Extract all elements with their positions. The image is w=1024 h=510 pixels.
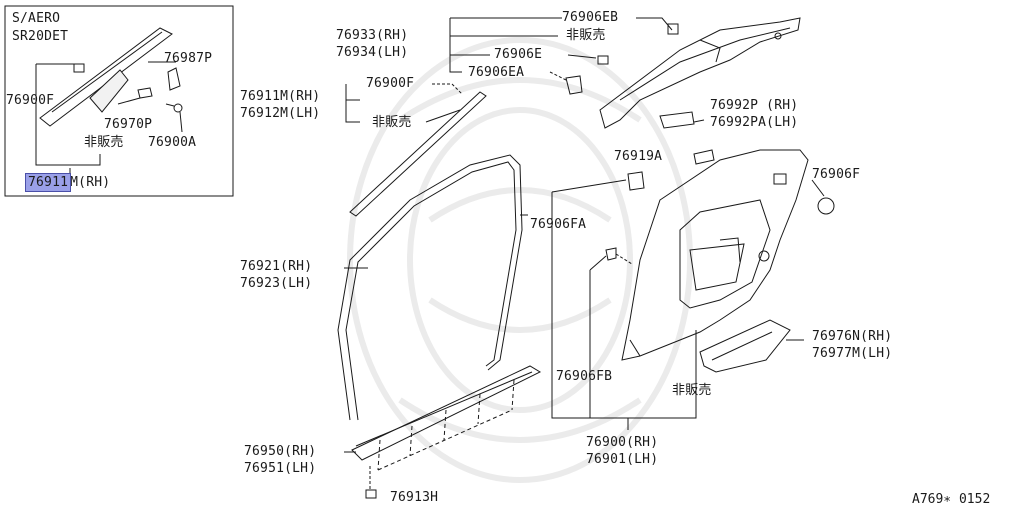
label-76911M[interactable]: 76911M(RH)	[240, 89, 321, 104]
label-76992PA[interactable]: 76992PA(LH)	[710, 115, 799, 130]
pillar-strip-76911M	[349, 91, 487, 217]
not-sold-bottom: 非販売	[672, 383, 712, 398]
label-76950[interactable]: 76950(RH)	[244, 444, 317, 459]
label-76923[interactable]: 76923(LH)	[240, 276, 313, 291]
diagram-code: A769∗ 0152	[912, 492, 991, 507]
inset-variant-line2: SR20DET	[12, 29, 69, 44]
label-76933[interactable]: 76933(RH)	[336, 28, 409, 43]
inset-leader-76900F	[35, 64, 101, 166]
label-76921[interactable]: 76921(RH)	[240, 259, 313, 274]
label-76901-lh[interactable]: 76901(LH)	[586, 452, 659, 467]
inset-pillar-strip	[39, 27, 183, 127]
quarter-trim-76900	[621, 149, 809, 361]
watermark-emblem	[347, 37, 693, 483]
label-76906E[interactable]: 76906E	[494, 47, 543, 62]
label-76951[interactable]: 76951(LH)	[244, 461, 317, 476]
pillar-trim-76933	[599, 17, 801, 129]
not-sold-top: 非販売	[566, 28, 606, 43]
label-76906FA[interactable]: 76906FA	[530, 217, 587, 232]
clip-76913H	[365, 489, 377, 499]
bracket-76992P	[659, 111, 695, 129]
bolt-76919A	[693, 149, 715, 165]
clip-76906EA	[565, 75, 583, 95]
label-76906EA[interactable]: 76906EA	[468, 65, 525, 80]
selected-part-highlight[interactable]: 76911	[24, 173, 72, 192]
label-76906EB[interactable]: 76906EB	[562, 10, 619, 25]
label-76906FB[interactable]: 76906FB	[556, 369, 613, 384]
label-76992P[interactable]: 76992P (RH)	[710, 98, 799, 113]
inset-label-76970P[interactable]: 76970P	[104, 117, 153, 132]
weatherstrip-76921	[337, 154, 528, 421]
side-trim-76976N	[699, 319, 791, 373]
scuff-plate-76950	[351, 365, 542, 471]
label-76919A[interactable]: 76919A	[614, 149, 663, 164]
label-76977M[interactable]: 76977M(LH)	[812, 346, 893, 361]
selected-part-suffix: M(RH)	[70, 175, 111, 190]
inset-label-76900F[interactable]: 76900F	[6, 93, 55, 108]
clip-76906EB	[667, 23, 679, 35]
inset-label-76987P[interactable]: 76987P	[164, 51, 213, 66]
clip-76906FA	[627, 171, 645, 191]
clip-76906FB	[605, 247, 617, 261]
inset-variant-line1: S/AERO	[12, 11, 61, 26]
inset-not-sold: 非販売	[84, 135, 124, 150]
inset-label-76900A[interactable]: 76900A	[148, 135, 197, 150]
grommet-76906F	[817, 197, 835, 215]
label-76913H[interactable]: 76913H	[390, 490, 439, 505]
inset-box	[4, 5, 234, 197]
label-76900F[interactable]: 76900F	[366, 76, 415, 91]
label-76900-rh[interactable]: 76900(RH)	[586, 435, 659, 450]
clip-76906E	[597, 55, 609, 65]
not-sold-mid: 非販売	[372, 115, 412, 130]
label-76906F[interactable]: 76906F	[812, 167, 861, 182]
label-76976N[interactable]: 76976N(RH)	[812, 329, 893, 344]
label-76934[interactable]: 76934(LH)	[336, 45, 409, 60]
label-76912M[interactable]: 76912M(LH)	[240, 106, 321, 121]
